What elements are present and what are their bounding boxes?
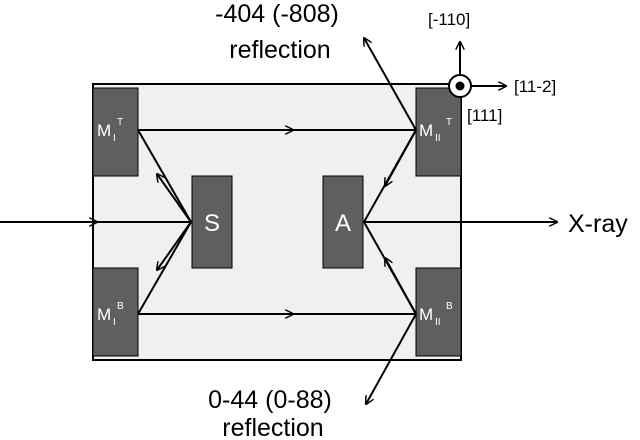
analyzer-crystal xyxy=(322,175,364,269)
axis-right-label: [11-2] xyxy=(514,77,556,96)
mirror-2-bottom-sub: II xyxy=(435,317,441,328)
mirror-2-bottom-main: M xyxy=(419,305,433,324)
mirror-2-top-sub: II xyxy=(435,133,441,144)
beam-m2-top-to-a-arrow xyxy=(385,129,417,186)
mirror-1-top-label: M I T xyxy=(97,117,123,144)
mirror-1-bottom-sub: I xyxy=(113,317,116,328)
mirror-2-top-sup: T xyxy=(446,117,452,128)
mirror-2-bottom-label: M II B xyxy=(419,301,453,328)
beam-reflection-top xyxy=(364,38,417,131)
axis-up-label: [-110] xyxy=(428,10,470,29)
reflection-bottom-line1: 0-44 (0-88) xyxy=(208,386,332,414)
beam-s-to-m1-bottom-arrow xyxy=(157,221,192,270)
mirror-2-bottom-sup: B xyxy=(446,301,453,312)
beam-paths xyxy=(0,38,557,404)
mirror-2-top-label: M II T xyxy=(419,117,452,144)
mirror-1-bottom-main: M xyxy=(97,305,111,324)
mirror-1-bottom-label: M I B xyxy=(97,301,124,328)
beam-s-to-m1-top-arrow xyxy=(157,174,192,223)
mirror-1-top-sup: T xyxy=(117,117,123,128)
mirror-2-top xyxy=(415,87,462,177)
dot-in-circle-icon xyxy=(448,74,472,98)
mirror-2-bottom xyxy=(415,267,462,357)
beam-reflection-bottom xyxy=(366,313,417,404)
beam-m2-bottom-to-a-arrow xyxy=(385,258,417,315)
mirror-1-top xyxy=(92,87,139,177)
axis-out-label: [111] xyxy=(467,106,502,125)
mirror-1-top-sub: I xyxy=(113,133,116,144)
analyzer-label: A xyxy=(335,210,351,237)
sample-label: S xyxy=(204,210,220,237)
mirror-2-top-main: M xyxy=(419,121,433,140)
reflection-top-line1: -404 (-808) xyxy=(215,0,339,28)
mirror-1-bottom-sup: B xyxy=(117,301,124,312)
xray-label: X-ray xyxy=(568,210,628,238)
mirror-1-top-main: M xyxy=(97,121,111,140)
reflection-bottom-line2: reflection xyxy=(222,414,323,440)
sample-crystal xyxy=(191,175,233,269)
crystal-axes xyxy=(460,42,506,86)
reflection-top-line2: reflection xyxy=(229,36,330,64)
